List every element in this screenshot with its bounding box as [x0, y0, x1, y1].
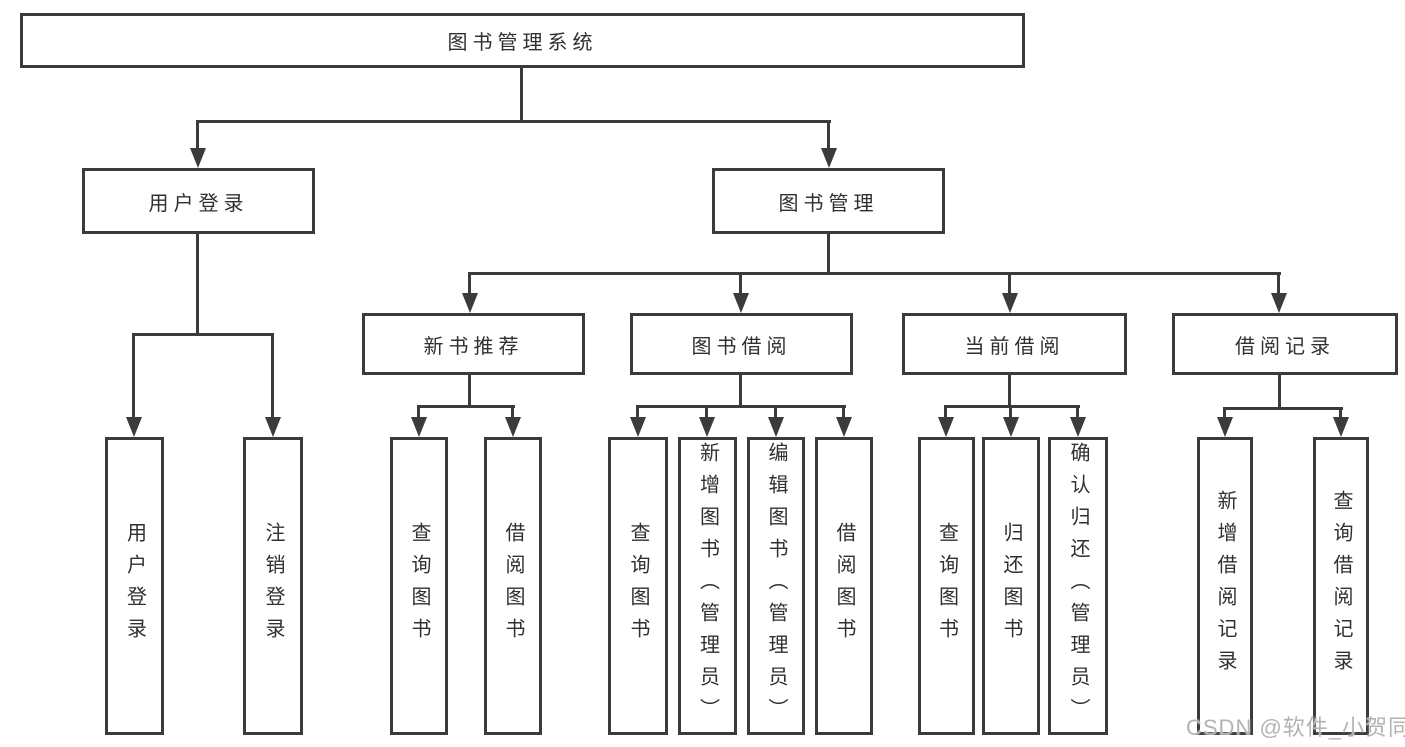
arrow-down-icon: [1333, 417, 1349, 437]
arrow-down-icon: [699, 417, 715, 437]
node-book-management: 图书管理: [712, 168, 945, 234]
node-new-book-recommendation: 新书推荐: [362, 313, 585, 375]
connector-line: [1009, 405, 1012, 419]
arrow-down-icon: [505, 417, 521, 437]
connector-line: [196, 234, 199, 333]
connector-line: [1339, 407, 1342, 419]
arrow-down-icon: [126, 417, 142, 437]
connector-line: [417, 405, 420, 419]
connector-line: [1223, 407, 1226, 419]
node-user-login: 用户登录: [82, 168, 315, 234]
arrow-down-icon: [630, 417, 646, 437]
connector-line: [197, 120, 831, 123]
leaf-borrow-books-recommend: 借阅图书: [484, 437, 542, 735]
node-library-system: 图书管理系统: [20, 13, 1025, 68]
leaf-user-login: 用户登录: [105, 437, 164, 735]
connector-line: [1076, 405, 1079, 419]
arrow-down-icon: [1070, 417, 1086, 437]
connector-line: [705, 405, 708, 419]
arrow-down-icon: [836, 417, 852, 437]
connector-line: [520, 68, 523, 120]
leaf-borrow-books-borrowing: 借阅图书: [815, 437, 873, 735]
connector-line: [1008, 272, 1011, 295]
connector-line: [739, 375, 742, 405]
connector-line: [1224, 407, 1343, 410]
arrow-down-icon: [190, 148, 206, 168]
leaf-return-books: 归还图书: [982, 437, 1040, 735]
leaf-add-books-admin: 新增图书（管理员）: [678, 437, 737, 735]
node-book-borrowing: 图书借阅: [630, 313, 853, 375]
node-current-borrowing: 当前借阅: [902, 313, 1127, 375]
arrow-down-icon: [1003, 417, 1019, 437]
connector-line: [636, 405, 639, 419]
connector-line: [739, 272, 742, 295]
leaf-query-books-current: 查询图书: [918, 437, 975, 735]
connector-line: [637, 405, 846, 408]
connector-line: [468, 375, 471, 405]
connector-line: [1278, 375, 1281, 408]
leaf-confirm-return-admin: 确认归还（管理员）: [1048, 437, 1108, 735]
connector-line: [945, 405, 1080, 408]
connector-line: [133, 333, 274, 336]
arrow-down-icon: [411, 417, 427, 437]
leaf-logout-login: 注销登录: [243, 437, 303, 735]
connector-line: [418, 405, 515, 408]
csdn-watermark: CSDN @软件_小贺同学: [1186, 715, 1405, 740]
arrow-down-icon: [768, 417, 784, 437]
leaf-add-borrow-record: 新增借阅记录: [1197, 437, 1253, 735]
arrow-down-icon: [1217, 417, 1233, 437]
connector-line: [944, 405, 947, 419]
leaf-query-books-recommend: 查询图书: [390, 437, 448, 735]
connector-line: [774, 405, 777, 419]
arrow-down-icon: [821, 148, 837, 168]
connector-line: [132, 333, 135, 419]
arrow-down-icon: [1271, 293, 1287, 313]
arrow-down-icon: [938, 417, 954, 437]
leaf-query-borrow-record: 查询借阅记录: [1313, 437, 1369, 735]
leaf-edit-books-admin: 编辑图书（管理员）: [747, 437, 805, 735]
connector-line: [271, 333, 274, 419]
arrow-down-icon: [733, 293, 749, 313]
connector-line: [196, 120, 199, 150]
connector-line: [511, 405, 514, 419]
connector-line: [842, 405, 845, 419]
connector-line: [1277, 272, 1280, 295]
connector-line: [827, 120, 830, 150]
node-borrowing-records: 借阅记录: [1172, 313, 1398, 375]
connector-line: [827, 234, 830, 272]
leaf-query-books-borrowing: 查询图书: [608, 437, 668, 735]
connector-line: [468, 272, 471, 295]
connector-line: [1008, 375, 1011, 405]
arrow-down-icon: [462, 293, 478, 313]
arrow-down-icon: [265, 417, 281, 437]
connector-line: [469, 272, 1281, 275]
arrow-down-icon: [1002, 293, 1018, 313]
